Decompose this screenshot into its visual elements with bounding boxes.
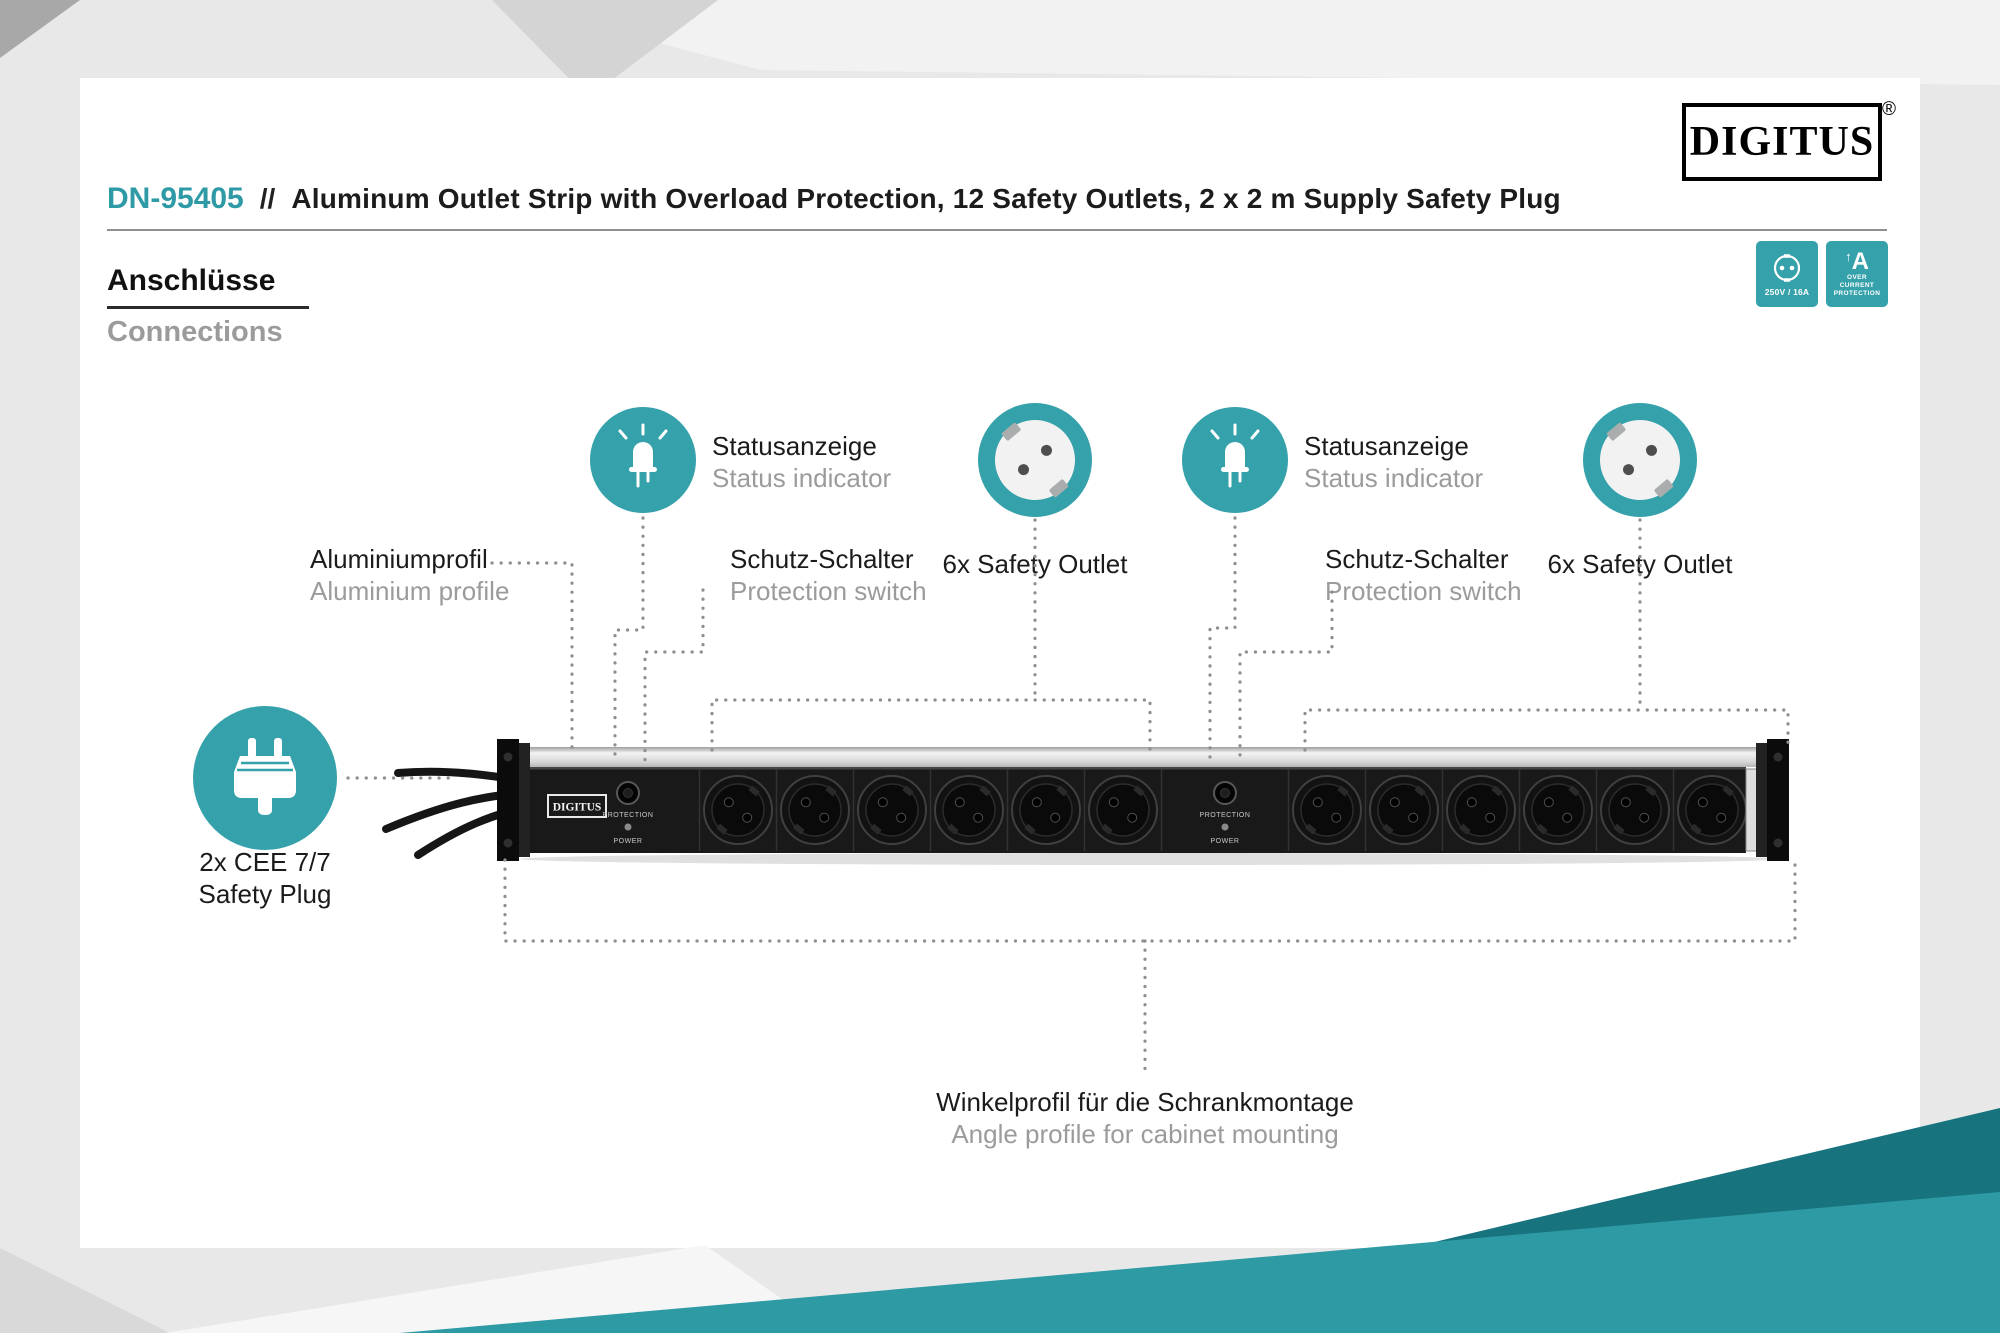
registered-trademark: ® [1882, 99, 1896, 120]
power-label-2: POWER [1211, 838, 1240, 845]
overcurrent-letter: A [1851, 248, 1869, 275]
overcurrent-text-line: OVER [1846, 274, 1868, 281]
safety-outlet-icon-2 [1583, 403, 1697, 517]
voltage-rating-badge: 250V / 16A [1756, 241, 1818, 307]
safety-plug-label: 2x CEE 7/7 Safety Plug [198, 847, 332, 909]
title-divider [107, 229, 1887, 231]
safety-outlet-label-1: 6x Safety Outlet [942, 549, 1128, 579]
model-number: DN-95405 [107, 182, 244, 215]
safety-plug-icon [193, 706, 337, 850]
strip-brand-plate: DIGITUS [547, 794, 607, 818]
schuko-socket-icon [995, 420, 1075, 500]
title-separator: // [259, 183, 276, 214]
protection-switch-label-1: Schutz-Schalter Protection switch [730, 544, 927, 606]
rack-ear-left [497, 739, 530, 861]
protection-switch-label-2: Schutz-Schalter Protection switch [1325, 544, 1522, 606]
product-title: Aluminum Outlet Strip with Overload Prot… [291, 183, 1561, 214]
section-heading-en: Connections [107, 316, 283, 348]
power-plug-icon [234, 738, 296, 815]
overcurrent-text-line: PROTECTION [1833, 290, 1881, 297]
face-highlight [530, 767, 1746, 770]
led-icon [1210, 423, 1260, 488]
digitus-logo: DIGITUS ® [1682, 99, 1896, 181]
outlet-dividers-left [698, 769, 1163, 851]
outlet-dividers-right [1287, 769, 1675, 851]
protection-label-2: PROTECTION [1200, 812, 1251, 819]
status-indicator-label-1: Statusanzeige Status indicator [712, 431, 892, 493]
strip-shadow [520, 853, 1780, 865]
power-label-1: POWER [614, 838, 643, 845]
arrow-up-icon: ↑ [1845, 249, 1852, 264]
overcurrent-badge: ↑ A OVER CURRENT PROTECTION [1826, 241, 1888, 307]
aluminium-profile-label: Aluminiumprofil Aluminium profile [310, 544, 510, 606]
logo-text: DIGITUS [1689, 119, 1875, 165]
aluminium-top-profile [530, 747, 1767, 767]
rating-badges: 250V / 16A ↑ A OVER CURRENT PROTECTION [1756, 241, 1888, 307]
schuko-socket-icon [1600, 420, 1680, 500]
status-indicator-label-2: Statusanzeige Status indicator [1304, 431, 1484, 493]
voltage-rating-label: 250V / 16A [1764, 286, 1810, 297]
status-indicator-icon-1 [590, 407, 696, 513]
overcurrent-text-line: CURRENT [1839, 282, 1875, 289]
rack-ear-right [1756, 739, 1789, 861]
product-photo-power-strip: DIGITUS PROTECTION POWER PROTECTION POWE… [382, 739, 1789, 865]
socket-icon [1773, 253, 1801, 282]
svg-text:DIGITUS: DIGITUS [553, 802, 602, 814]
led-icon [618, 423, 668, 488]
safety-outlet-label-2: 6x Safety Outlet [1547, 549, 1733, 579]
protection-label-1: PROTECTION [603, 812, 654, 819]
safety-outlet-icon-1 [978, 403, 1092, 517]
page-title-row: DN-95405 // Aluminum Outlet Strip with O… [107, 182, 1561, 216]
section-heading-de: Anschlüsse [107, 264, 310, 309]
angle-profile-label: Winkelprofil für die Schrankmontage Angl… [936, 1087, 1354, 1149]
status-indicator-icon-2 [1182, 407, 1288, 513]
